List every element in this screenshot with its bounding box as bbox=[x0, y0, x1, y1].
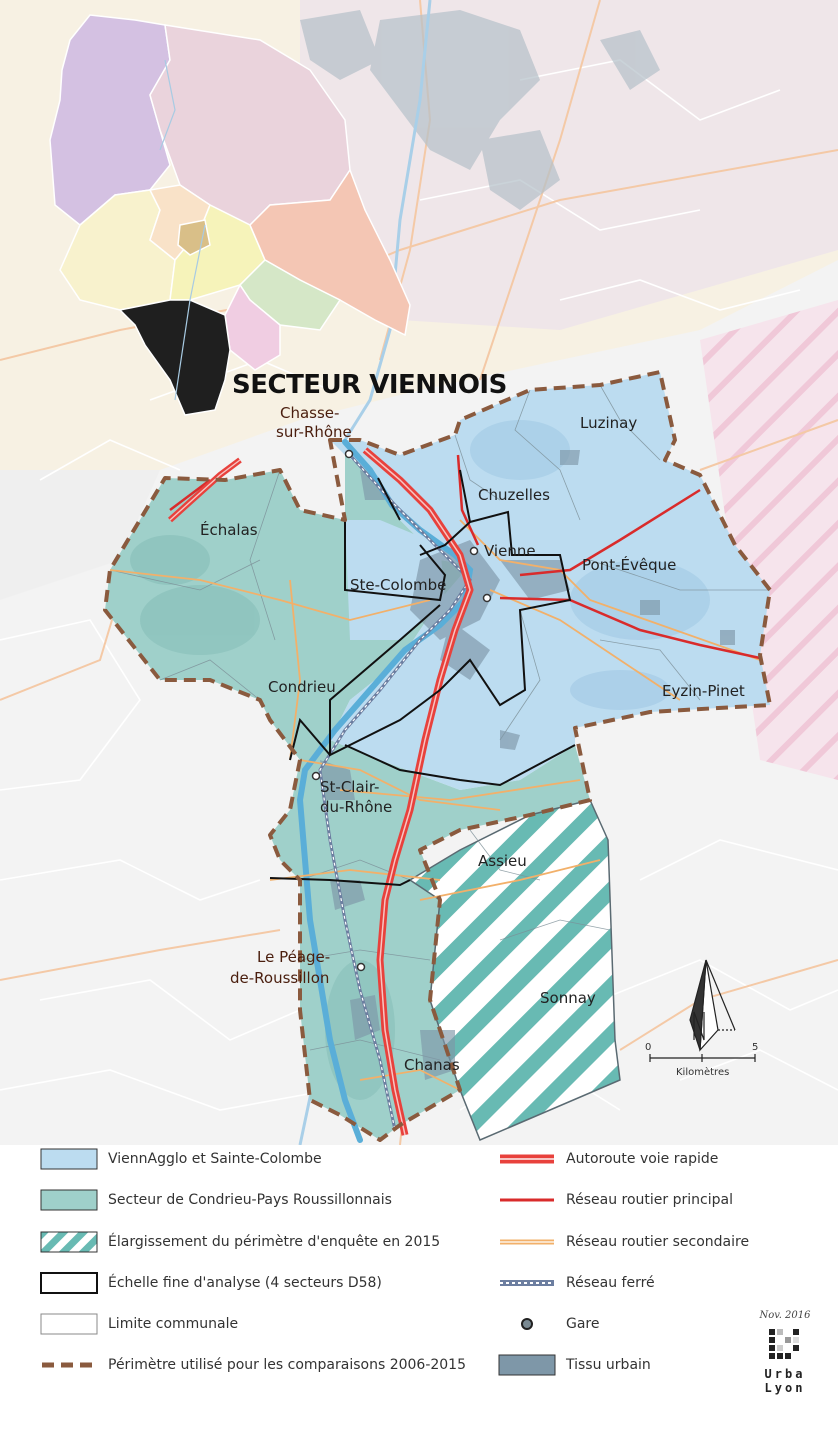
gare-peage bbox=[356, 962, 366, 972]
map-date: Nov. 2016 bbox=[759, 1310, 811, 1321]
legend-label: Périmètre utilisé pour les comparaisons … bbox=[108, 1357, 466, 1373]
label-vienne: Vienne bbox=[484, 542, 536, 560]
rail-line-icon bbox=[498, 1272, 556, 1294]
outline-grey-icon bbox=[40, 1313, 98, 1335]
red-line-icon bbox=[498, 1189, 556, 1211]
label-st-clair-2: du-Rhône bbox=[320, 798, 392, 816]
legend-item-motorway: Autoroute voie rapide bbox=[498, 1146, 718, 1172]
gare-vienne bbox=[469, 546, 479, 556]
legend-label: Gare bbox=[566, 1316, 600, 1332]
fine-analysis-sectors bbox=[269, 469, 576, 887]
legend-label: Secteur de Condrieu-Pays Roussillonnais bbox=[108, 1192, 392, 1208]
scale-max: 5 bbox=[752, 1042, 758, 1053]
motorway-line-icon bbox=[498, 1148, 556, 1170]
legend-label: Réseau routier secondaire bbox=[566, 1234, 750, 1250]
legend-item-viennagglo: ViennAgglo et Sainte-Colombe bbox=[40, 1146, 322, 1172]
label-luzinay: Luzinay bbox=[580, 414, 637, 432]
label-chuzelles: Chuzelles bbox=[478, 486, 550, 504]
label-chasse-2: sur-Rhône bbox=[276, 423, 352, 441]
brand-line-2: Lyon bbox=[764, 1381, 806, 1395]
outline-black-icon bbox=[40, 1272, 98, 1294]
label-chanas: Chanas bbox=[404, 1056, 460, 1074]
legend-item-station: Gare bbox=[498, 1311, 600, 1337]
urbalyon-mark-icon bbox=[769, 1329, 799, 1359]
north-arrow-icon bbox=[689, 959, 736, 1052]
legend-label: ViennAgglo et Sainte-Colombe bbox=[108, 1151, 322, 1167]
brand-line-1: Urba bbox=[764, 1367, 806, 1381]
legend-label: Réseau ferré bbox=[566, 1275, 655, 1291]
urbalyon-logo: Nov. 2016 Urba Lyon bbox=[750, 1310, 820, 1395]
label-eyzin-pinet: Eyzin-Pinet bbox=[662, 682, 745, 700]
railway bbox=[318, 453, 472, 1131]
legend-label: Limite communale bbox=[108, 1316, 239, 1332]
label-st-clair-1: St-Clair- bbox=[320, 778, 379, 796]
comparison-perimeter bbox=[103, 370, 772, 1142]
swatch-slate-icon bbox=[498, 1354, 556, 1376]
gare-st-clair bbox=[311, 771, 321, 781]
label-condrieu: Condrieu bbox=[268, 678, 336, 696]
station-dot-icon bbox=[498, 1313, 556, 1335]
legend-item-main-road: Réseau routier principal bbox=[498, 1187, 733, 1213]
orange-line-icon bbox=[498, 1231, 556, 1253]
legend-item-fine-analysis: Échelle fine d'analyse (4 secteurs D58) bbox=[40, 1270, 382, 1296]
legend: ViennAgglo et Sainte-Colombe Secteur de … bbox=[0, 1145, 838, 1441]
legend-label: Réseau routier principal bbox=[566, 1192, 733, 1208]
lyon-urban-area bbox=[300, 10, 660, 210]
scale-min: 0 bbox=[645, 1042, 651, 1053]
label-sonnay: Sonnay bbox=[540, 989, 596, 1007]
legend-label: Tissu urbain bbox=[566, 1357, 651, 1373]
legend-item-perimeter: Périmètre utilisé pour les comparaisons … bbox=[40, 1352, 466, 1378]
main-roads bbox=[169, 454, 761, 660]
legend-item-rail: Réseau ferré bbox=[498, 1270, 655, 1296]
legend-item-urban: Tissu urbain bbox=[498, 1352, 651, 1378]
legend-label: Échelle fine d'analyse (4 secteurs D58) bbox=[108, 1275, 382, 1291]
label-pont-eveque: Pont-Évêque bbox=[582, 555, 676, 574]
label-le-peage-1: Le Péage- bbox=[257, 948, 330, 966]
label-ste-colombe: Ste-Colombe bbox=[350, 576, 446, 594]
stations bbox=[311, 449, 492, 972]
legend-item-secondary-road: Réseau routier secondaire bbox=[498, 1229, 749, 1255]
commune-limits bbox=[109, 384, 770, 1061]
legend-item-condrieu: Secteur de Condrieu-Pays Roussillonnais bbox=[40, 1187, 392, 1213]
scale-unit: Kilomètres bbox=[676, 1066, 729, 1078]
dashed-brown-line-icon bbox=[40, 1354, 98, 1376]
map-title: SECTEUR VIENNOIS bbox=[232, 370, 507, 400]
legend-label: Autoroute voie rapide bbox=[566, 1151, 719, 1167]
motorway bbox=[167, 447, 474, 1136]
gare-chasse bbox=[344, 449, 354, 459]
label-chasse-1: Chasse- bbox=[280, 404, 339, 422]
swatch-light-blue-icon bbox=[40, 1148, 98, 1170]
label-assieu: Assieu bbox=[478, 852, 527, 870]
gare-vienne-sud bbox=[482, 593, 492, 603]
label-echalas: Échalas bbox=[200, 520, 258, 539]
legend-item-commune-limit: Limite communale bbox=[40, 1311, 238, 1337]
inset-map bbox=[49, 14, 411, 416]
legend-label: Élargissement du périmètre d'enquête en … bbox=[108, 1234, 441, 1250]
background-commune-mesh bbox=[0, 59, 838, 1111]
label-le-peage-2: de-Roussillon bbox=[230, 969, 329, 987]
place-labels: Chasse- sur-Rhône Luzinay Chuzelles Écha… bbox=[200, 404, 745, 1074]
swatch-hatched-icon bbox=[40, 1231, 98, 1253]
secondary-roads bbox=[109, 519, 761, 1091]
legend-item-extension: Élargissement du périmètre d'enquête en … bbox=[40, 1229, 440, 1255]
scale-bar: 0 5 Kilomètres bbox=[645, 1042, 758, 1078]
swatch-teal-icon bbox=[40, 1189, 98, 1211]
